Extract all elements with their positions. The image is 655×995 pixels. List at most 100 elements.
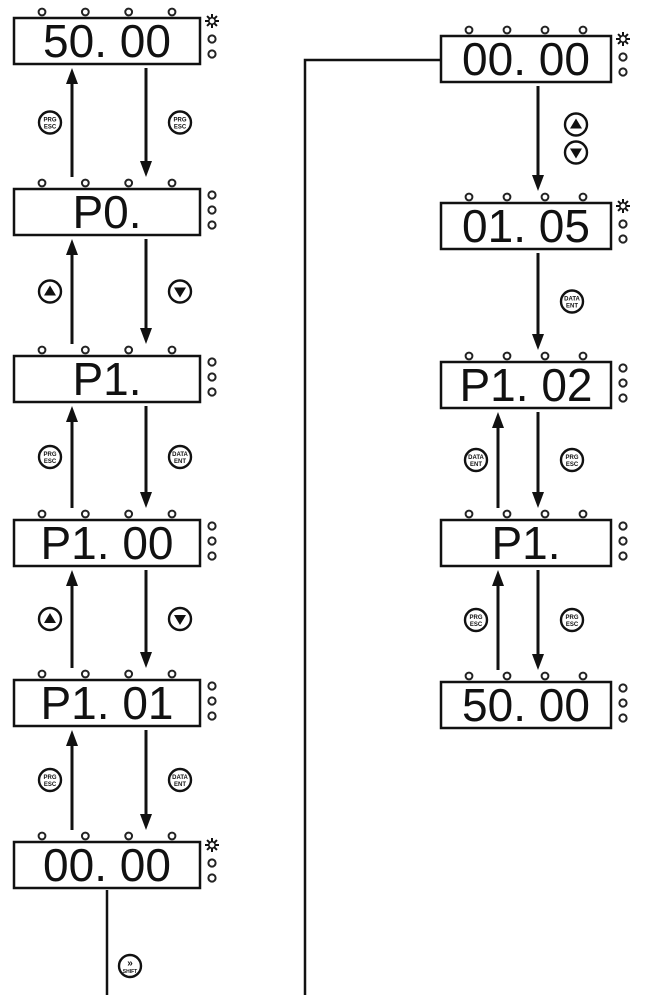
key-outline <box>37 444 63 470</box>
key-triangle <box>44 285 56 296</box>
display-value: P1. <box>72 353 141 405</box>
display-frame <box>12 840 202 890</box>
key-label-top: PRG <box>43 775 56 781</box>
status-dots <box>37 345 177 355</box>
key-label-top: PRG <box>565 615 578 621</box>
status-dot <box>124 669 134 679</box>
unit-dot <box>207 681 217 691</box>
unit-dot <box>207 711 217 721</box>
arrow-down <box>140 239 152 344</box>
status-dot <box>540 509 550 519</box>
display-value: 01. 05 <box>462 200 590 252</box>
led-display: P1. <box>12 345 217 405</box>
status-dot <box>464 509 474 519</box>
unit-dot <box>207 34 217 44</box>
gear-hub <box>208 841 216 849</box>
status-dots <box>37 509 177 519</box>
display-value: P1. 02 <box>460 359 593 411</box>
up-key-icon <box>563 112 589 137</box>
arrow-head <box>66 68 78 84</box>
unit-indicators <box>207 521 217 561</box>
key-outline <box>167 444 193 470</box>
key-label-bottom: ENT <box>470 462 482 468</box>
unit-dot <box>618 234 628 244</box>
status-dot <box>37 509 47 519</box>
display-frame <box>12 354 202 404</box>
display-value: P1. <box>491 517 560 569</box>
unit-dot <box>618 698 628 708</box>
status-dot <box>80 509 90 519</box>
status-dot <box>124 7 134 17</box>
status-dots <box>464 351 588 361</box>
key-outline <box>559 447 585 473</box>
display-frame <box>439 680 613 730</box>
key-label-bottom: ESC <box>44 782 57 788</box>
run-indicator-icon <box>205 14 219 28</box>
status-dots <box>37 831 177 841</box>
unit-dot <box>207 521 217 531</box>
key-outline <box>559 289 585 314</box>
key-outline <box>117 953 143 979</box>
arrow-head <box>140 161 152 177</box>
display-frame <box>439 518 613 568</box>
status-dot <box>167 831 177 841</box>
display-value: 00. 00 <box>462 33 590 85</box>
arrow-up <box>66 406 78 508</box>
up-key-icon <box>37 279 63 304</box>
key-label-bottom: ESC <box>470 622 483 628</box>
key-outline <box>463 447 489 473</box>
arrow-head <box>66 570 78 586</box>
run-indicator-icon <box>616 199 630 213</box>
key-label-top: DATA <box>564 297 580 303</box>
display-frame <box>439 34 613 84</box>
status-dot <box>80 831 90 841</box>
key-label-bottom: ENT <box>174 782 186 788</box>
unit-dot <box>618 219 628 229</box>
key-triangle <box>570 118 582 129</box>
key-triangle <box>570 148 582 159</box>
key-label-top: PRG <box>565 455 578 461</box>
status-dot <box>167 178 177 188</box>
arrow-head <box>532 334 544 350</box>
status-dot <box>502 509 512 519</box>
led-display: 50. 00 <box>439 671 628 731</box>
key-label-top: DATA <box>468 455 484 461</box>
led-display: 50. 00 <box>12 7 219 67</box>
display-value: 00. 00 <box>43 839 171 891</box>
led-display: 01. 05 <box>439 192 630 252</box>
unit-dot <box>618 713 628 723</box>
key-label-bottom: ESC <box>566 462 579 468</box>
down-key-icon <box>167 606 193 632</box>
led-display: P1. <box>439 509 628 569</box>
gear-hub <box>208 17 216 25</box>
status-dot <box>167 7 177 17</box>
arrow-up <box>66 730 78 830</box>
display-value: P1. 01 <box>41 677 174 729</box>
display-frame <box>12 678 202 728</box>
arrow-up <box>66 239 78 344</box>
arrow-down <box>532 570 544 670</box>
led-display: 00. 00 <box>439 25 630 85</box>
key-label-bottom: ESC <box>44 459 57 465</box>
led-display: P1. 02 <box>439 351 628 411</box>
status-dot <box>540 25 550 35</box>
status-dot <box>37 178 47 188</box>
arrow-head <box>492 570 504 586</box>
key-outline <box>37 110 63 135</box>
arrow-down <box>140 570 152 668</box>
arrow-head <box>66 730 78 746</box>
status-dot <box>80 345 90 355</box>
status-dot <box>167 669 177 679</box>
key-outline <box>167 110 193 135</box>
status-dot <box>37 831 47 841</box>
status-dots <box>464 25 588 35</box>
status-dots <box>37 7 177 17</box>
